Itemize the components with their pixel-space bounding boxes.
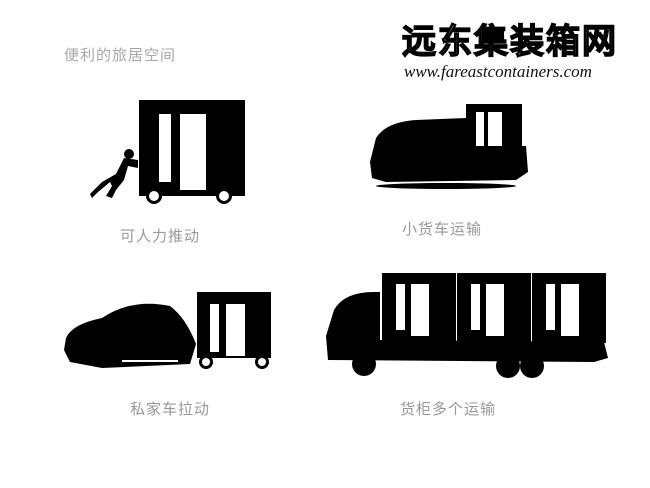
truck-multiple-containers-icon [326,273,608,378]
page-heading: 便利的旅居空间 [64,46,177,64]
caption-small-truck: 小货车运输 [402,220,483,238]
brand-title: 远东集装箱网 [401,21,618,62]
person-pushing-container-icon [90,100,245,204]
car-towing-container-icon [64,292,271,369]
caption-car-tow: 私家车拉动 [130,400,211,418]
caption-hand-push: 可人力推动 [120,227,201,245]
caption-multi-container: 货柜多个运输 [400,400,497,418]
brand-url: www.fareastcontainers.com [404,62,592,81]
small-truck-container-icon [370,104,528,189]
